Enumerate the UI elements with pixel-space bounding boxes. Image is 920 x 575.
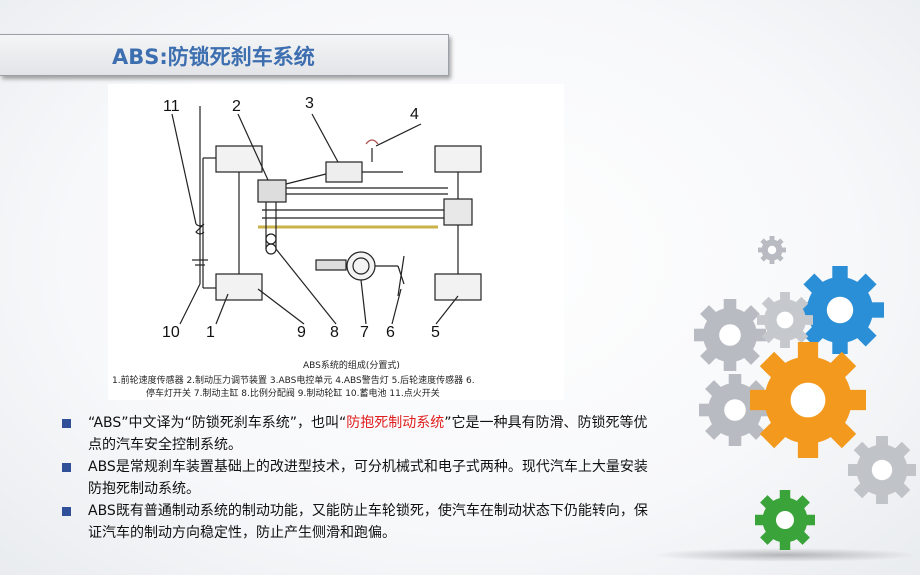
- gray-gear-left-icon: [694, 299, 766, 371]
- label-5: 5: [431, 324, 440, 341]
- abs-diagram: 11 2 3 4 10 1 9 8 7 6 5 ABS系统的组成(分置式) 1.…: [108, 84, 564, 400]
- orange-gear-icon: [750, 342, 866, 458]
- bullet-item-1: “ABS”中文译为“防锁死刹车系统”，也叫“防抱死制动系统”它是一种具有防滑、防…: [62, 412, 652, 456]
- bullet-list: “ABS”中文译为“防锁死刹车系统”，也叫“防抱死制动系统”它是一种具有防滑、防…: [62, 412, 652, 544]
- title-bar: ABS:防锁死刹车系统: [0, 34, 449, 76]
- diagram-caption-title: ABS系统的组成(分置式): [303, 361, 400, 371]
- bullet-3-text: ABS既有普通制动系统的制动功能，又能防止车轮锁死，使汽车在制动状态下仍能转向，…: [88, 503, 648, 541]
- label-6: 6: [386, 324, 395, 341]
- gray-gear-low-icon: [699, 374, 771, 446]
- label-2: 2: [232, 98, 241, 115]
- bullet-square-icon: [62, 463, 71, 472]
- diagram-caption-line2: 停车灯开关 7.制动主缸 8.比例分配阀 9.制动轮缸 10.蓄电池 11.点火…: [146, 389, 440, 399]
- gears-shadow: [650, 548, 920, 562]
- gray-gear-right-icon: [848, 436, 916, 504]
- bullet-2-text: ABS是常规刹车装置基础上的改进型技术，可分机械式和电子式两种。现代汽车上大量安…: [88, 459, 648, 497]
- blue-gear-icon: [796, 266, 884, 354]
- green-gear-icon: [755, 490, 815, 550]
- gray-gear-mid-icon: [757, 292, 813, 348]
- bullet-1-highlight: 防抱死制动系统: [346, 415, 445, 431]
- bullet-square-icon: [62, 507, 71, 516]
- abs-schematic: [171, 106, 482, 325]
- small-gray-gear-icon: [758, 236, 786, 264]
- bullet-square-icon: [62, 419, 71, 428]
- bullet-1-text-a: “ABS”中文译为“防锁死刹车系统”，也叫“: [88, 415, 347, 431]
- bullet-item-3: ABS既有普通制动系统的制动功能，又能防止车轮锁死，使汽车在制动状态下仍能转向，…: [62, 500, 652, 544]
- label-4: 4: [410, 106, 419, 123]
- label-8: 8: [330, 324, 339, 341]
- slide-title: ABS:防锁死刹车系统: [112, 45, 315, 69]
- diagram-caption-line1: 1.前轮速度传感器 2.制动压力调节装置 3.ABS电控单元 4.ABS警告灯 …: [112, 376, 475, 386]
- label-9: 9: [297, 324, 306, 341]
- label-1: 1: [206, 324, 215, 341]
- label-7: 7: [360, 324, 369, 341]
- label-10: 10: [162, 324, 180, 341]
- label-3: 3: [305, 95, 314, 112]
- gears-illustration: [694, 236, 916, 550]
- label-11: 11: [163, 98, 180, 115]
- bullet-item-2: ABS是常规刹车装置基础上的改进型技术，可分机械式和电子式两种。现代汽车上大量安…: [62, 456, 652, 500]
- bullet-1-text-b: ”它是一种具有防滑、防锁死等优点的汽车安全控制系统。: [88, 415, 648, 453]
